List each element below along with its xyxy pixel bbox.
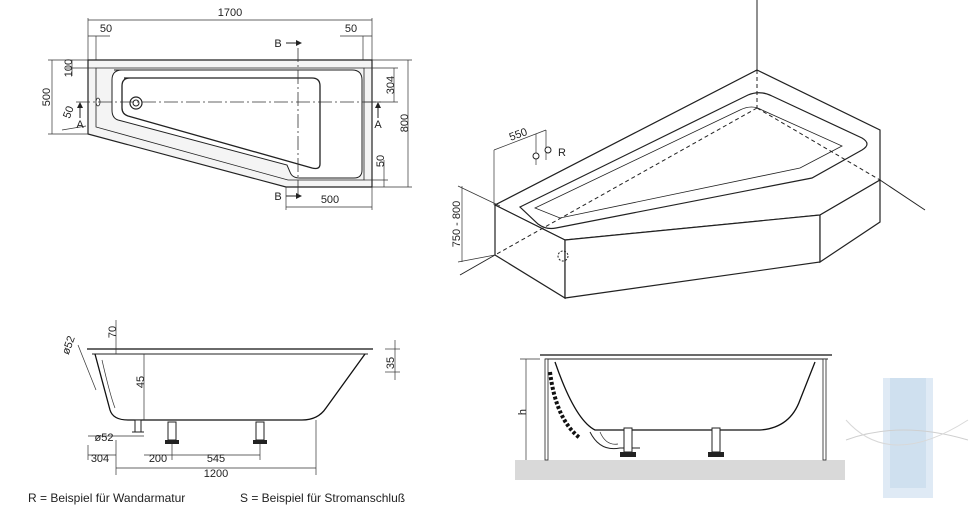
section-b-bottom: B — [274, 191, 281, 203]
legend-s: S = Beispiel für Stromanschluß — [240, 491, 406, 505]
dim-overall-section: 1200 — [204, 468, 228, 480]
dim-rim-thickness: 35 — [385, 357, 397, 369]
legend-r: R = Beispiel für Wandarmatur — [28, 491, 186, 505]
dim-foot-spacing-1: 200 — [149, 453, 167, 465]
dim-overall-depth: 500 — [41, 88, 53, 106]
section-view — [77, 320, 400, 475]
dim-overflow-dia: ø52 — [60, 334, 78, 356]
iso-view — [457, 0, 926, 300]
watermark-logo — [845, 378, 969, 498]
dim-tap-spacing: 550 — [508, 126, 529, 144]
dim-height-range: 750 - 800 — [451, 201, 463, 247]
section-b-top: B — [274, 38, 281, 50]
dim-overflow-height: 45 — [135, 376, 147, 388]
dim-drain-dia: ø52 — [95, 432, 114, 444]
install-view — [515, 354, 845, 480]
dim-left-margin: 50 — [100, 23, 112, 35]
top-view — [48, 18, 412, 210]
dim-narrow-end: 500 — [321, 194, 339, 206]
dim-rim-height: 70 — [107, 326, 119, 338]
dim-right-margin: 50 — [345, 23, 357, 35]
dim-total-width: 800 — [399, 114, 411, 132]
dim-corner-offset: 50 — [375, 155, 387, 167]
section-a-right: A — [374, 119, 382, 131]
dim-total-length: 1700 — [218, 7, 242, 19]
dim-install-height: h — [517, 409, 529, 415]
section-a-left: A — [76, 119, 84, 131]
dim-inner-offset: 304 — [385, 76, 397, 94]
dim-top-rim: 100 — [63, 59, 75, 77]
dim-foot-spacing-2: 545 — [207, 453, 225, 465]
dim-drain-offset-section: 304 — [91, 453, 109, 465]
dim-drain-offset: 50 — [61, 105, 76, 121]
tap-label-r: R — [558, 147, 566, 159]
